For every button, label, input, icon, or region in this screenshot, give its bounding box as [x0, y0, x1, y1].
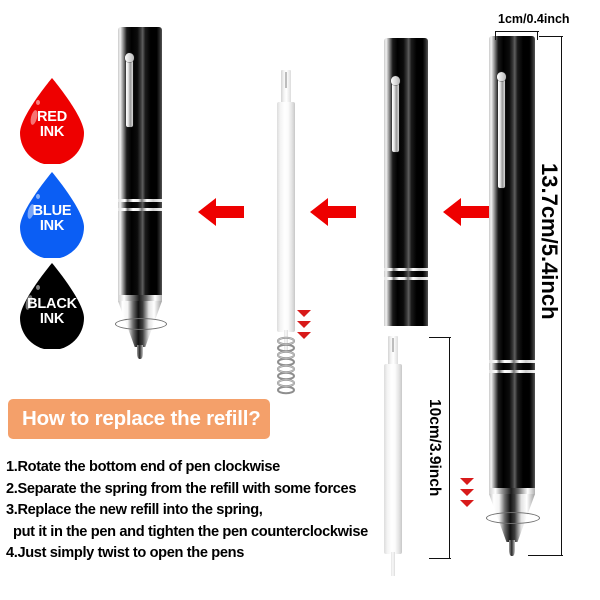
refill-measure-tick-top: [429, 337, 451, 339]
pen-length-label: 13.7cm/5.4inch: [537, 163, 562, 320]
pen-collar: [118, 295, 162, 301]
spring-coil-icon: [277, 336, 295, 395]
replace-arrow-3: [443, 197, 489, 227]
pen-clip-head: [391, 76, 400, 85]
pen-tip-ring: [486, 512, 540, 524]
refill-neck-slot: [285, 72, 287, 88]
instruction-list: 1.Rotate the bottom end of pen clockwise…: [6, 457, 426, 565]
blue-ink-droplet: BLUE INK: [14, 170, 90, 258]
refill-tube: [277, 102, 295, 332]
chevron-down-icon: [460, 489, 474, 496]
instruction-step: 4.Just simply twist to open the pens: [6, 545, 244, 561]
assembled-black-pen: [115, 27, 167, 359]
pen-clip: [498, 76, 505, 188]
pen-clip: [126, 57, 133, 127]
pen-length-tick-top: [539, 36, 563, 38]
pen-decor-band: [384, 277, 428, 280]
refill-measure-axis: [449, 337, 451, 559]
pen-width-tick-right: [537, 31, 539, 40]
chevron-down-icon: [297, 332, 311, 339]
pen-width-label: 1cm/0.4inch: [498, 12, 570, 26]
pen-barrel: [118, 27, 162, 295]
droplet-highlight-dot: [36, 100, 40, 105]
pen-length-tick-bottom: [528, 555, 563, 557]
refill-length-label: 10cm/3.9inch: [426, 399, 443, 497]
pen-clip-head: [497, 72, 506, 81]
pen-collar: [489, 488, 535, 494]
replace-arrow-2: [310, 197, 356, 227]
pen-decor-band: [118, 208, 162, 211]
refill-tip-wire: [284, 330, 288, 352]
pen-barrel: [489, 36, 535, 488]
how-to-banner-heading: How to replace the refill?: [22, 407, 261, 430]
droplet-highlight-dot: [36, 285, 40, 290]
droplet-shape-red: [20, 78, 84, 164]
red-ink-droplet: RED INK: [14, 76, 90, 164]
disassembled-black-pen: [384, 38, 428, 328]
pen-nib: [509, 540, 515, 556]
replace-arrow-1: [198, 197, 244, 227]
left-arrow-icon: [443, 198, 489, 226]
white-refill: [384, 336, 402, 576]
droplet-highlight-dot: [36, 194, 40, 199]
pen-width-tick-left: [495, 31, 497, 40]
pen-tip-ring: [115, 318, 167, 330]
refill-spring: [272, 336, 300, 398]
droplet-shape-black: [20, 263, 84, 349]
pen-nib: [137, 345, 143, 359]
instruction-step-continuation: put it in the pen and tighten the pen co…: [13, 523, 368, 540]
chevron-down-icon: [460, 500, 474, 507]
pen-decor-band: [118, 199, 162, 202]
refill-tip-wire: [391, 552, 395, 576]
refill-insert-chevrons: [460, 478, 474, 511]
pen-clip: [392, 80, 399, 152]
white-refill-with-spring: [277, 70, 295, 352]
left-arrow-icon: [198, 198, 244, 226]
pen-clip-head: [125, 53, 134, 62]
refill-tube: [384, 364, 402, 554]
black-ink-droplet: BLACK INK: [14, 261, 90, 349]
chevron-down-icon: [297, 321, 311, 328]
pen-decor-band: [489, 360, 535, 363]
instruction-step: 1.Rotate the bottom end of pen clockwise: [6, 459, 280, 475]
pen-decor-band: [384, 268, 428, 271]
chevron-down-icon: [460, 478, 474, 485]
droplet-shape-blue: [20, 172, 84, 258]
refill-measure-tick-bottom: [429, 558, 451, 560]
instruction-step: 3.Replace the new refill into the spring…: [6, 502, 263, 518]
left-arrow-icon: [310, 198, 356, 226]
instruction-step: 2.Separate the spring from the refill wi…: [6, 480, 357, 497]
pen-length-axis: [561, 36, 563, 556]
pen-decor-band: [489, 370, 535, 373]
spring-separation-chevrons: [297, 310, 311, 343]
how-to-banner: How to replace the refill?: [8, 399, 270, 439]
refill-neck-slot: [392, 338, 394, 352]
full-black-pen: [486, 36, 540, 556]
pen-width-span: [495, 31, 539, 33]
chevron-down-icon: [297, 310, 311, 317]
